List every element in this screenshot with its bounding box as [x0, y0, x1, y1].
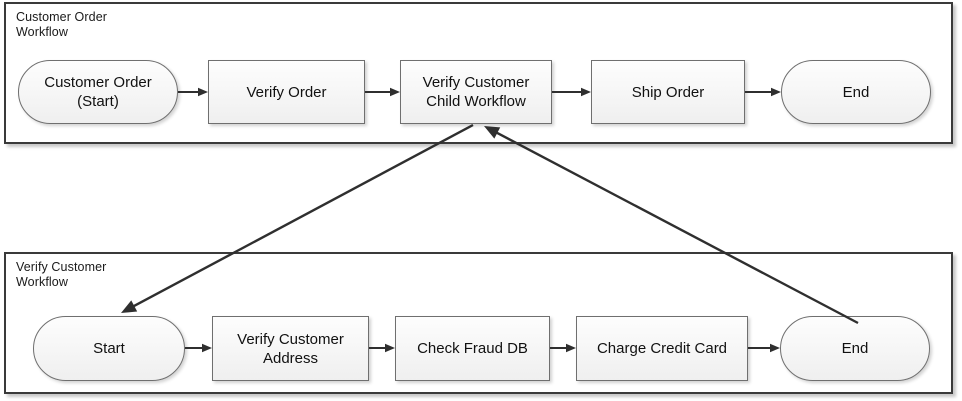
node-customer-order-start[interactable]: Customer Order (Start) [18, 60, 178, 124]
swimlane-label-verify-customer-workflow: Verify Customer Workflow [16, 260, 107, 289]
node-ship-order[interactable]: Ship Order [591, 60, 745, 124]
node-verify-customer-child-workflow[interactable]: Verify Customer Child Workflow [400, 60, 552, 124]
node-verify-customer-start[interactable]: Start [33, 316, 185, 381]
node-verify-customer-end[interactable]: End [780, 316, 930, 381]
node-charge-credit-card[interactable]: Charge Credit Card [576, 316, 748, 381]
swimlane-label-customer-order-workflow: Customer Order Workflow [16, 10, 108, 39]
node-verify-customer-address[interactable]: Verify Customer Address [212, 316, 369, 381]
node-check-fraud-db[interactable]: Check Fraud DB [395, 316, 550, 381]
node-customer-order-end[interactable]: End [781, 60, 931, 124]
node-verify-order[interactable]: Verify Order [208, 60, 365, 124]
